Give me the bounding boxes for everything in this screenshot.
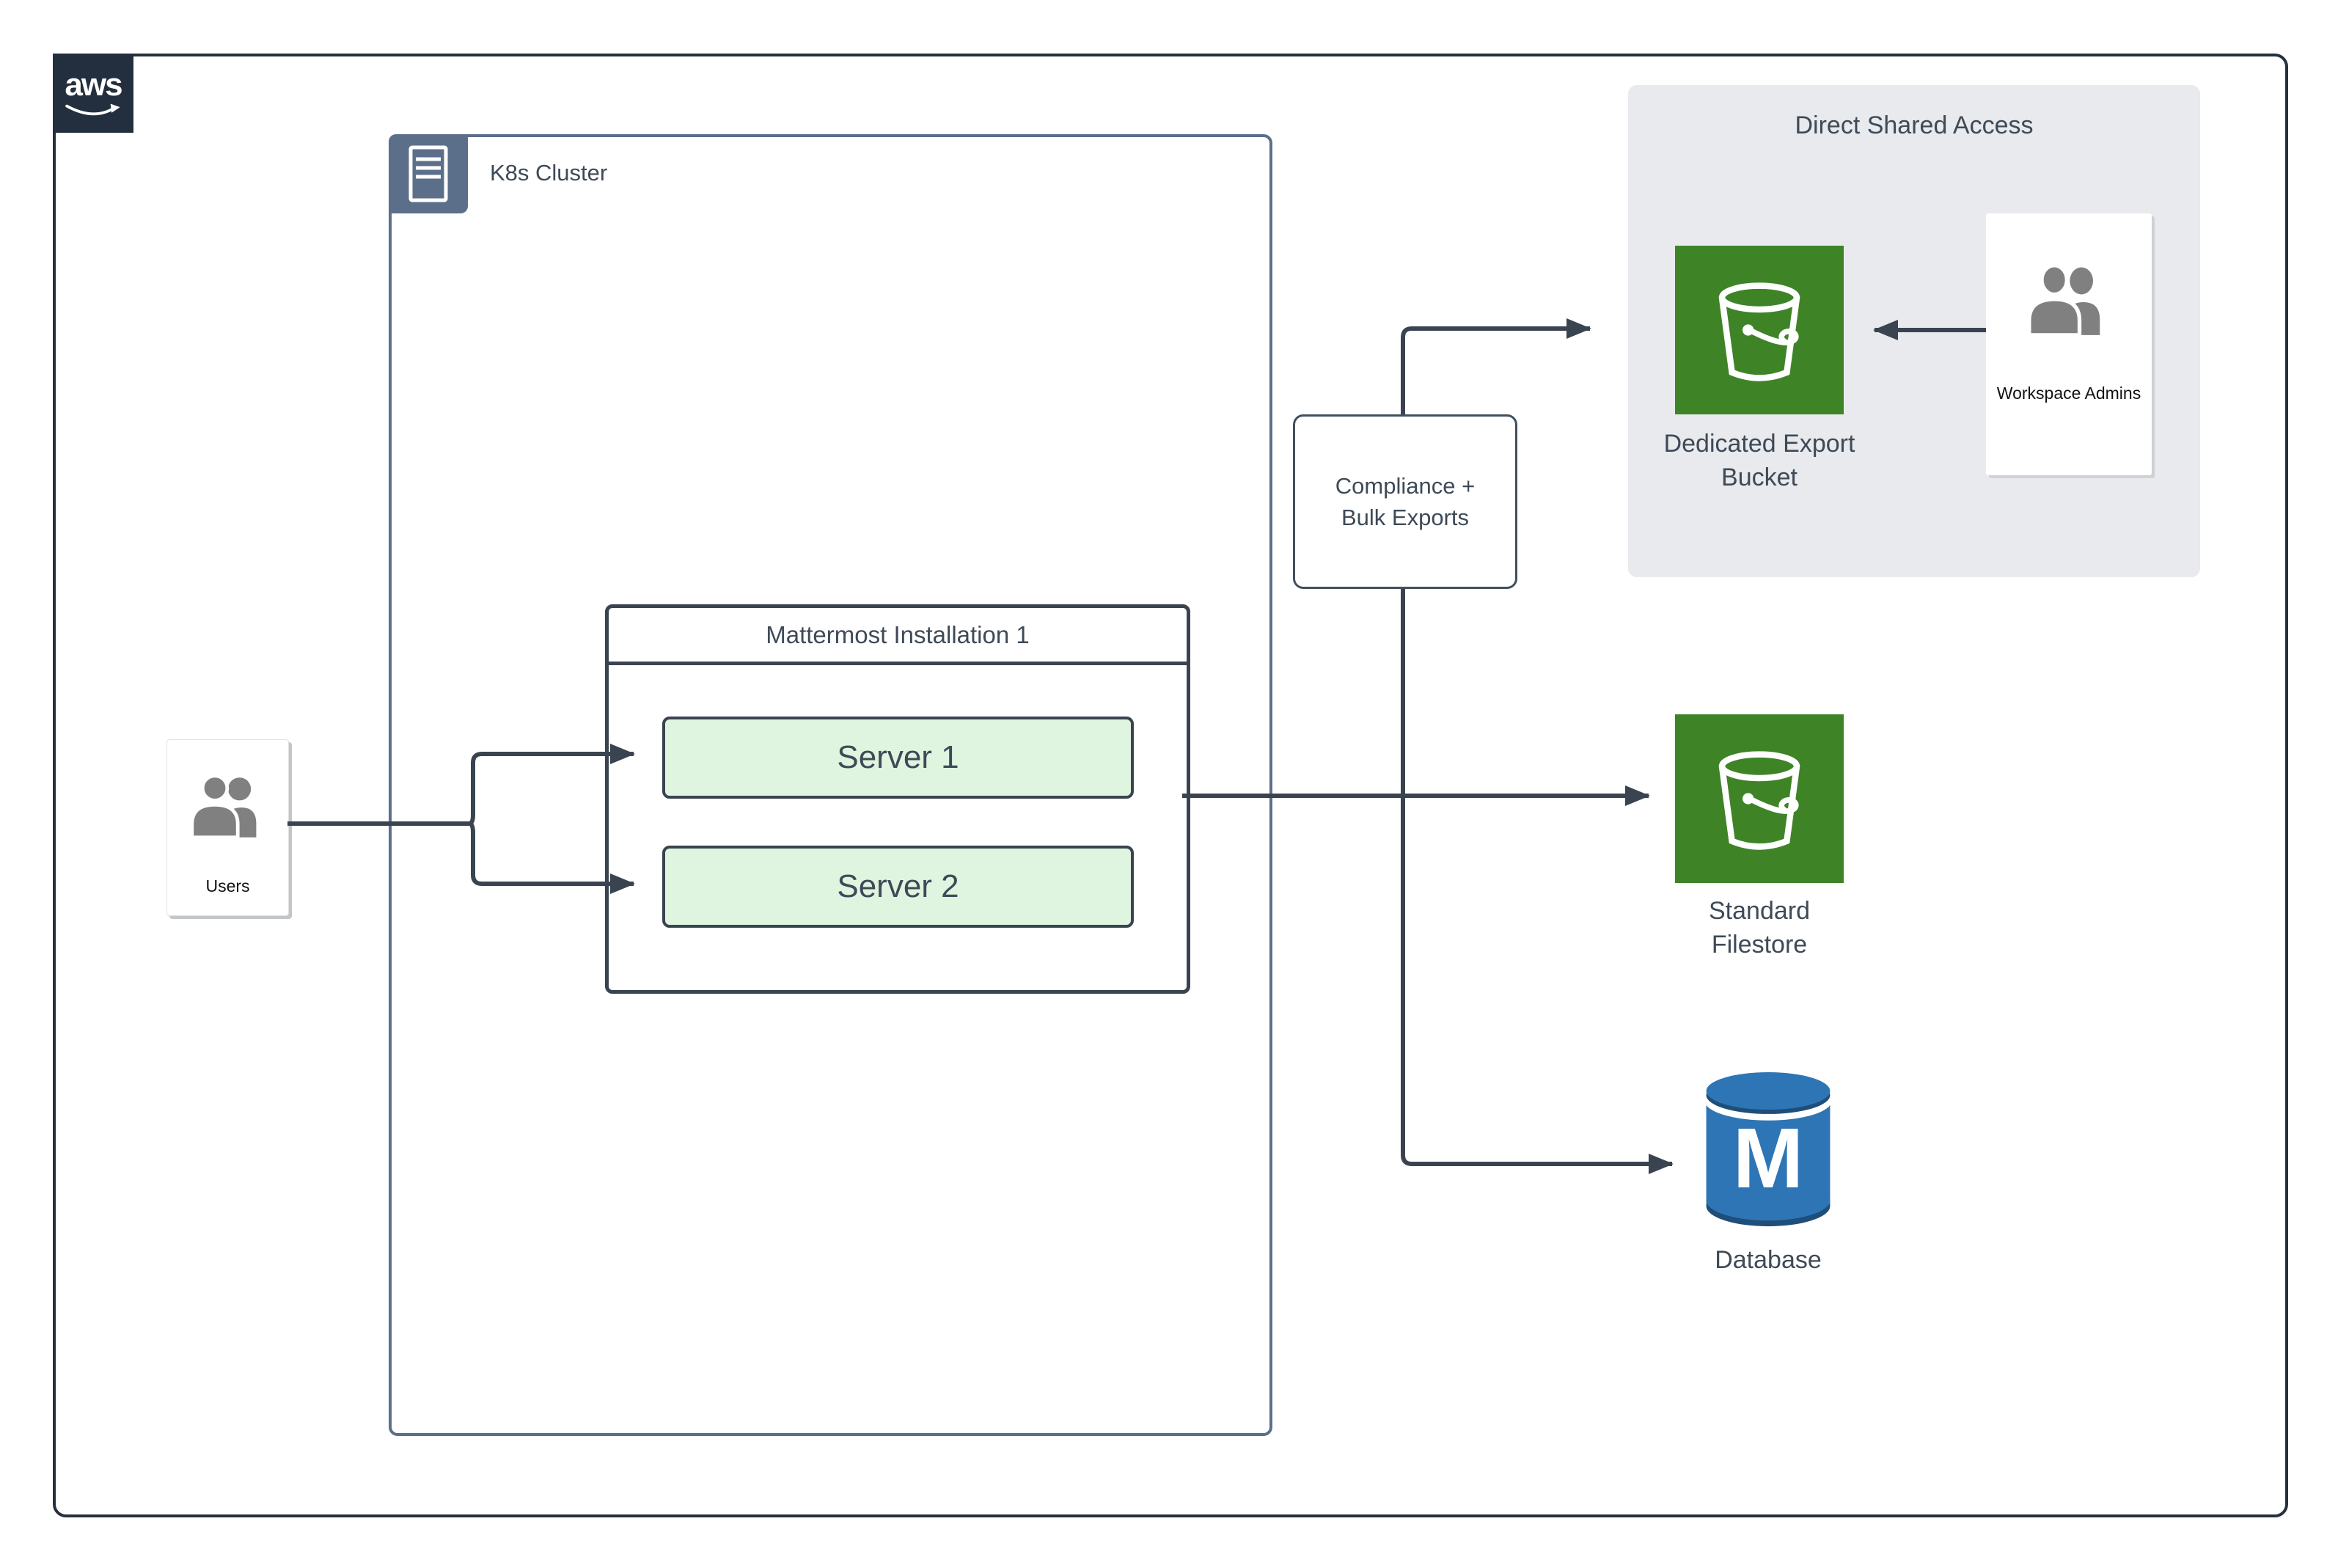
workspace-admins-card: Workspace Admins [1986, 213, 2152, 475]
users-label: Users [205, 876, 250, 895]
aws-logo-text: aws [65, 67, 122, 103]
database-cylinder: M [1704, 1072, 1832, 1229]
server-2-box: Server 2 [662, 846, 1134, 928]
dedicated-export-bucket-label: Dedicated Export Bucket [1663, 430, 1855, 491]
k8s-cluster-badge [389, 134, 468, 213]
s3-bucket-icon [1718, 282, 1800, 381]
users-icon [189, 774, 256, 840]
aws-cloud-boundary [53, 54, 2288, 1517]
s3-bucket-icon [1718, 751, 1800, 850]
workspace-admins-label: Workspace Admins [1996, 384, 2141, 403]
database-label: Database [1715, 1246, 1822, 1274]
k8s-cluster-label: K8s Cluster [490, 160, 608, 186]
server-icon [408, 145, 448, 202]
aws-smile-icon [65, 103, 120, 116]
direct-shared-access-title: Direct Shared Access [1795, 111, 2034, 139]
standard-filestore-tile [1675, 714, 1844, 883]
workspace-admins-icon [2027, 263, 2100, 337]
standard-filestore-label: Standard Filestore [1709, 897, 1810, 959]
dedicated-export-bucket-tile [1675, 246, 1844, 414]
aws-logo: aws [53, 54, 133, 133]
compliance-bulk-exports-node: Compliance + Bulk Exports [1293, 414, 1517, 589]
database-letter: M [1733, 1110, 1804, 1206]
mattermost-installation-box: Mattermost Installation 1 Server 1 Serve… [605, 604, 1190, 994]
users-card: Users [166, 739, 289, 916]
k8s-cluster-box [389, 134, 1272, 1436]
database-icon: M [1704, 1072, 1832, 1227]
mattermost-installation-title: Mattermost Installation 1 [609, 608, 1187, 665]
server-1-box: Server 1 [662, 717, 1134, 799]
